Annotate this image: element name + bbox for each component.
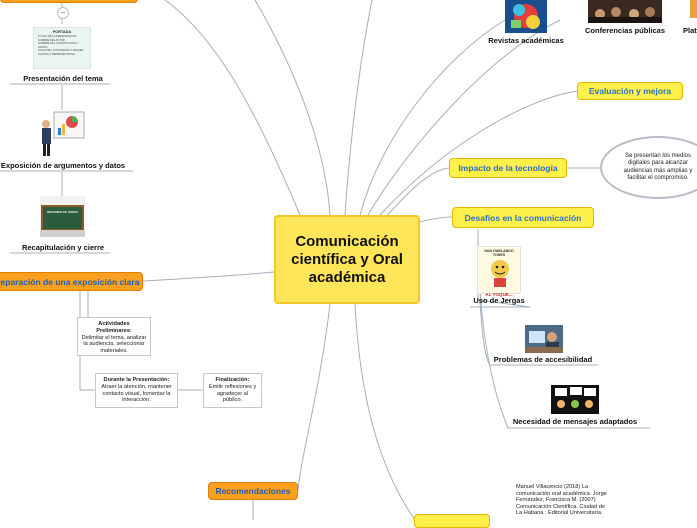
note-actividades-body: Delimitar el tema, analizar la audiencia… (81, 334, 147, 355)
central-topic-title: Comunicación científica y Oral académica (291, 232, 403, 286)
topic-impacto-label: Impacto de la tecnología (458, 163, 558, 173)
topic-preparacion[interactable]: Preparación de una exposición clara (0, 272, 143, 291)
collapse-symbol: − (60, 8, 66, 17)
jergas-image-top-text: HAN HABLANDO TONES (484, 249, 514, 257)
impacto-bubble[interactable]: Se presentan los medios digitales para a… (600, 136, 697, 199)
topic-recomendaciones-label: Recomendaciones (215, 486, 291, 496)
portada-image-line-1: TITULO DE LA PRESENTACION (38, 35, 77, 38)
note-durante[interactable]: Durante la Presentación: Atraer la atenc… (95, 373, 178, 408)
note-finalizacion-title: Finalización: (215, 377, 250, 383)
note-finalizacion[interactable]: Finalización: Emitir reflexiones y agrad… (203, 373, 262, 408)
topic-bottom-cut[interactable] (414, 514, 490, 528)
reference-text: Manuel Villacencio (2018) La comunicació… (516, 484, 607, 517)
conferencias-image (588, 0, 662, 23)
portada-image: PORTADA TITULO DE LA PRESENTACION NOMBRE… (33, 27, 91, 69)
collapse-toggle[interactable]: − (57, 7, 69, 19)
note-actividades-title: Actividades Preliminares: (96, 321, 132, 334)
topic-desafios[interactable]: Desafíos en la comunicación (452, 207, 594, 228)
plataformas-image (690, 0, 697, 18)
note-durante-body: Atraer la atención, mantener contacto vi… (101, 383, 172, 404)
exposicion-label[interactable]: Exposición de argumentos y datos (0, 161, 126, 170)
mensajes-image (551, 385, 599, 414)
recapitulacion-label[interactable]: Recapitulación y cierre (21, 243, 105, 252)
note-durante-title: Durante la Presentación: (103, 377, 170, 383)
portada-image-title: PORTADA (52, 30, 72, 34)
jergas-image-bottom-text: AL TOQUE... (485, 292, 513, 297)
topic-recomendaciones[interactable]: Recomendaciones (208, 482, 298, 500)
jergas-image: HAN HABLANDO TONES AL TOQUE... (477, 246, 521, 297)
portada-image-line-2: NOMBRE DEL AUTOR (38, 38, 65, 42)
portada-image-line-3: NOMBRE DE LA INSTITUCION O GRUPO (38, 42, 78, 49)
note-finalizacion-body: Emitir reflexiones y agradecer al públic… (208, 383, 257, 404)
topic-impacto[interactable]: Impacto de la tecnología (449, 158, 567, 178)
conferencias-label[interactable]: Conferencias públicas (584, 26, 666, 35)
topic-desafios-label: Desafíos en la comunicación (464, 212, 582, 223)
topic-preparacion-label: Preparación de una exposición clara (0, 276, 140, 287)
impacto-bubble-text: Se presentan los medios digitales para a… (623, 152, 693, 181)
plataformas-label[interactable]: Plat (683, 26, 697, 35)
note-actividades[interactable]: Actividades Preliminares: Delimitar el t… (77, 317, 151, 356)
mensajes-label[interactable]: Necesidad de mensajes adaptados (512, 417, 638, 426)
accesibilidad-label[interactable]: Problemas de accesibilidad (493, 355, 593, 364)
topic-evaluacion[interactable]: Evaluación y mejora (577, 82, 683, 100)
recapitulacion-image: RESUMEN DE TEMAS (40, 196, 85, 237)
central-topic[interactable]: Comunicación científica y Oral académica (274, 215, 420, 304)
portada-image-line-4: LOGOTIPO, FOTOGRAFÍA O IMAGEN ALUSIVA O … (38, 49, 84, 56)
topic-evaluacion-label: Evaluación y mejora (588, 86, 672, 96)
revistas-image (505, 0, 547, 33)
presentacion-label[interactable]: Presentación del tema (23, 74, 103, 83)
jergas-label[interactable]: Uso de Jergas (473, 296, 525, 305)
exposicion-image (38, 110, 86, 158)
recapitulacion-board-text: RESUMEN DE TEMAS (46, 210, 79, 214)
accesibilidad-image (525, 325, 563, 353)
revistas-label[interactable]: Revistas académicas (488, 36, 564, 45)
topic-top-left-cut[interactable] (0, 0, 138, 3)
